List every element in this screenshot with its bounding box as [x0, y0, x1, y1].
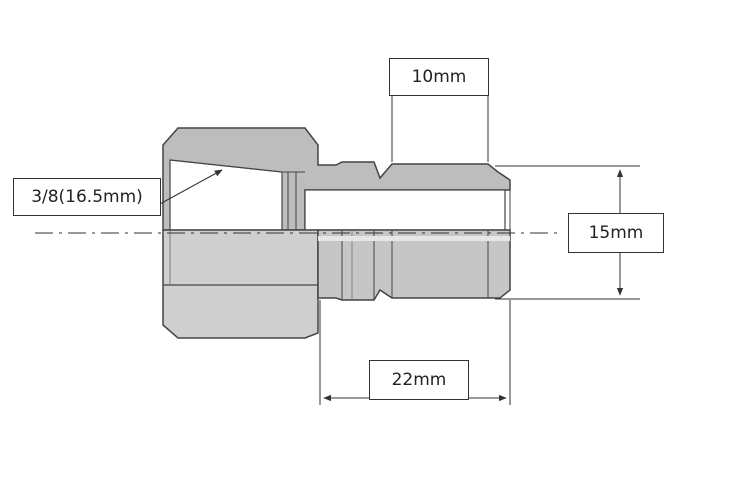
diameter-label: 15mm	[568, 213, 664, 253]
lower-exterior	[162, 229, 511, 339]
upper-section	[157, 127, 511, 231]
dim-15mm	[495, 165, 640, 300]
thread-size-label: 3/8(16.5mm)	[13, 178, 161, 216]
thread-leader	[157, 169, 223, 206]
dim-10mm	[391, 96, 489, 162]
tip-width-label: 10mm	[389, 58, 489, 96]
bore	[304, 189, 506, 231]
length-label: 22mm	[369, 360, 469, 400]
nipple-exterior	[317, 229, 511, 301]
hex-nut-exterior	[162, 229, 319, 339]
